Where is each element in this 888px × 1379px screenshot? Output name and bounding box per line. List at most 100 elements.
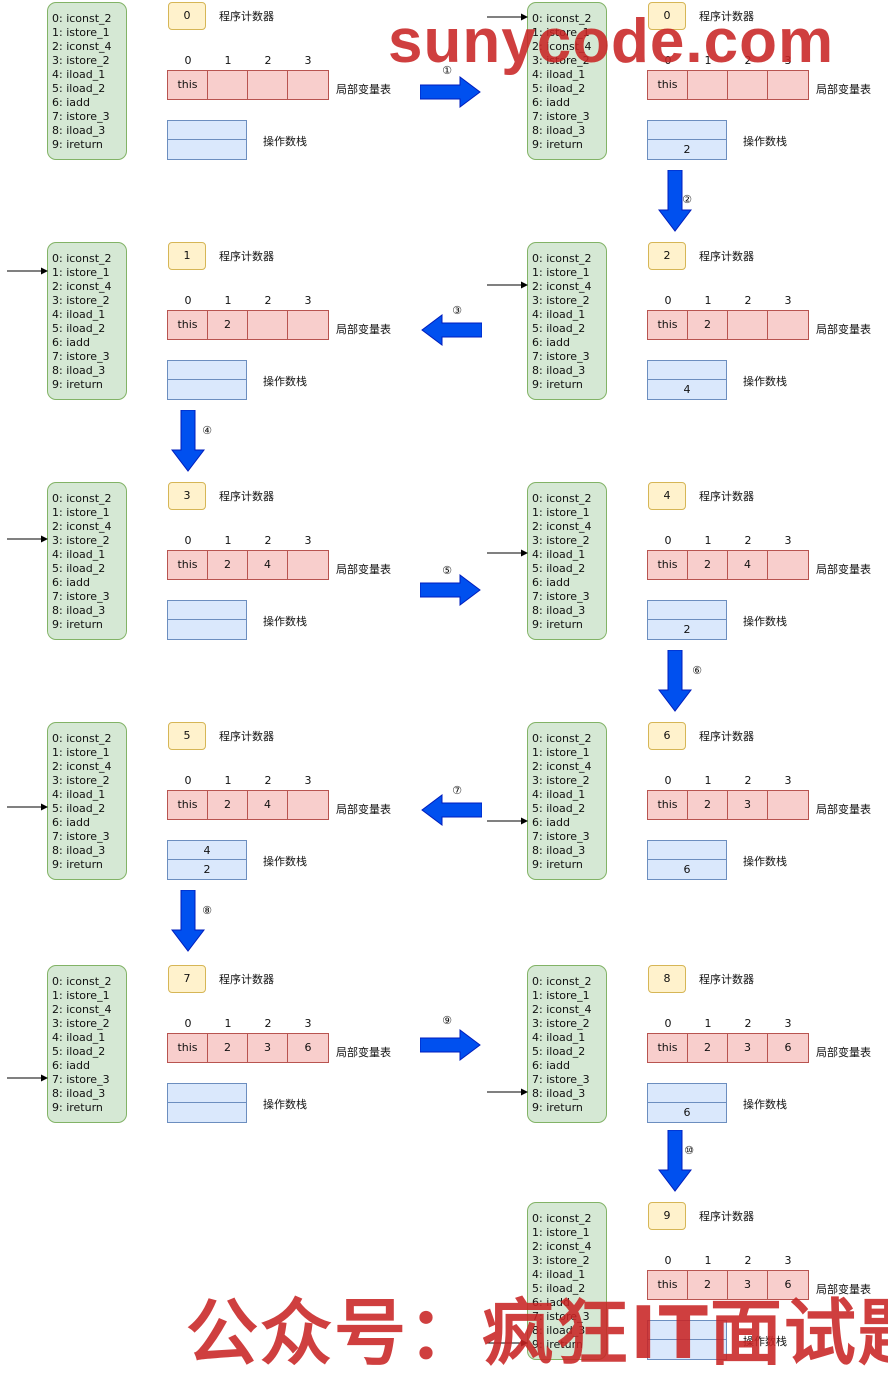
operand-stack-slot <box>648 1321 726 1340</box>
instruction-pointer-arrow <box>7 1074 48 1082</box>
bytecode-line: 3: istore_2 <box>532 54 590 67</box>
bytecode-line: 2: iconst_4 <box>532 520 592 533</box>
flow-arrow-step-1 <box>420 76 481 108</box>
instruction-pointer-arrow <box>7 535 48 543</box>
local-variable-slot: 3 <box>728 1034 768 1062</box>
bytecode-line: 5: iload_2 <box>532 82 586 95</box>
bytecode-line: 4: iload_1 <box>532 1268 586 1281</box>
program-counter-label: 程序计数器 <box>219 10 274 23</box>
local-variable-table: this <box>167 70 329 100</box>
bytecode-line: 9: ireturn <box>52 138 103 151</box>
local-variable-slot <box>288 551 328 579</box>
bytecode-line: 0: iconst_2 <box>52 975 112 988</box>
local-variable-slot <box>688 71 728 99</box>
operand-stack-slot <box>168 620 246 639</box>
bytecode-line: 7: istore_3 <box>52 110 110 123</box>
slot-index: 1 <box>704 1017 712 1030</box>
bytecode-line: 1: istore_1 <box>52 506 110 519</box>
program-counter-label: 程序计数器 <box>699 10 754 23</box>
program-counter-label: 程序计数器 <box>219 490 274 503</box>
flow-arrow-step-3 <box>421 314 482 346</box>
local-variable-slot: this <box>648 71 688 99</box>
operand-stack-slot: 2 <box>648 620 726 639</box>
bytecode-line: 1: istore_1 <box>532 506 590 519</box>
local-variable-slot: 3 <box>248 1034 288 1062</box>
local-variable-slot: 4 <box>728 551 768 579</box>
local-variable-slot: 2 <box>208 1034 248 1062</box>
local-variable-slot: 2 <box>208 791 248 819</box>
bytecode-line: 9: ireturn <box>532 138 583 151</box>
flow-arrow-step-6 <box>658 650 692 712</box>
slot-index: 3 <box>784 294 792 307</box>
slot-index: 1 <box>704 774 712 787</box>
local-variable-table-label: 局部变量表 <box>816 803 871 816</box>
bytecode-line: 7: istore_3 <box>52 1073 110 1086</box>
local-variable-slot: 6 <box>768 1271 808 1299</box>
program-counter-label: 程序计数器 <box>219 730 274 743</box>
local-variable-table: this <box>647 70 809 100</box>
flow-arrow-step-8 <box>171 890 205 952</box>
slot-index: 1 <box>224 774 232 787</box>
bytecode-line: 8: iload_3 <box>52 364 106 377</box>
bytecode-line: 0: iconst_2 <box>532 12 592 25</box>
bytecode-line: 7: istore_3 <box>532 350 590 363</box>
operand-stack-slot <box>648 841 726 860</box>
operand-stack-label: 操作数栈 <box>263 855 307 868</box>
bytecode-line: 7: istore_3 <box>532 1073 590 1086</box>
bytecode-line: 7: istore_3 <box>52 590 110 603</box>
bytecode-line: 5: iload_2 <box>532 1282 586 1295</box>
bytecode-line: 5: iload_2 <box>52 82 106 95</box>
local-variable-slot: this <box>168 71 208 99</box>
operand-stack: 4 <box>647 360 727 400</box>
local-variable-slot <box>248 71 288 99</box>
local-variable-slot: this <box>168 1034 208 1062</box>
operand-stack: 2 <box>647 120 727 160</box>
instruction-pointer-arrow <box>487 549 528 557</box>
local-variable-slot: 2 <box>688 311 728 339</box>
operand-stack-slot: 2 <box>648 140 726 159</box>
local-variable-slot: 2 <box>688 791 728 819</box>
step-number: ④ <box>202 424 212 437</box>
operand-stack-slot <box>168 140 246 159</box>
slot-index: 0 <box>184 774 192 787</box>
slot-index: 1 <box>224 294 232 307</box>
slot-index: 3 <box>784 1017 792 1030</box>
slot-index: 0 <box>184 54 192 67</box>
operand-stack-slot <box>648 361 726 380</box>
bytecode-line: 6: iadd <box>532 1059 570 1072</box>
bytecode-line: 3: istore_2 <box>52 1017 110 1030</box>
instruction-pointer-arrow <box>487 817 528 825</box>
bytecode-line: 9: ireturn <box>52 618 103 631</box>
operand-stack-slot <box>168 1103 246 1122</box>
operand-stack-slot: 4 <box>168 841 246 860</box>
bytecode-line: 0: iconst_2 <box>532 732 592 745</box>
slot-index: 2 <box>264 294 272 307</box>
bytecode-line: 4: iload_1 <box>52 1031 106 1044</box>
operand-stack <box>167 360 247 400</box>
program-counter-label: 程序计数器 <box>699 730 754 743</box>
bytecode-line: 0: iconst_2 <box>52 252 112 265</box>
flow-arrow-step-9 <box>420 1029 481 1061</box>
bytecode-line: 0: iconst_2 <box>532 975 592 988</box>
operand-stack-slot <box>648 1084 726 1103</box>
bytecode-line: 6: iadd <box>52 336 90 349</box>
bytecode-line: 9: ireturn <box>52 378 103 391</box>
operand-stack-slot <box>648 121 726 140</box>
slot-index: 3 <box>304 1017 312 1030</box>
slot-index: 2 <box>744 774 752 787</box>
slot-index: 0 <box>664 54 672 67</box>
operand-stack-label: 操作数栈 <box>743 1098 787 1111</box>
bytecode-line: 1: istore_1 <box>532 1226 590 1239</box>
operand-stack <box>647 1320 727 1360</box>
operand-stack <box>167 600 247 640</box>
operand-stack-slot <box>648 601 726 620</box>
program-counter-value: 2 <box>648 242 686 270</box>
slot-index: 0 <box>664 774 672 787</box>
program-counter-label: 程序计数器 <box>699 973 754 986</box>
